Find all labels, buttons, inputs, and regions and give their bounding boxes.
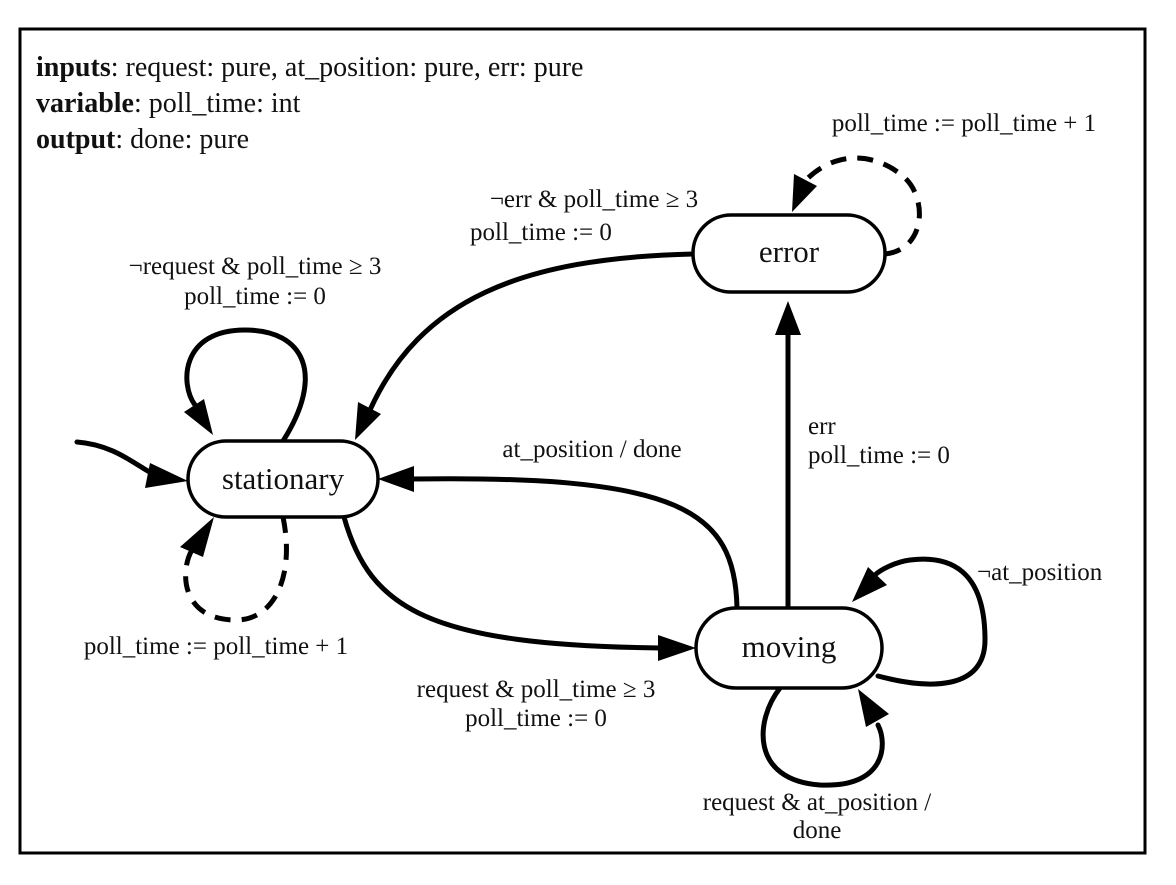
stationary-self-loop-top xyxy=(184,327,308,444)
error-to-stationary-guard: ¬err & poll_time ≥ 3 xyxy=(490,186,698,213)
moving-self-loop-bottom xyxy=(760,685,885,788)
stationary-to-moving-action: poll_time := 0 xyxy=(465,705,607,732)
state-moving-label: moving xyxy=(742,629,837,664)
stationary-to-moving-arrow xyxy=(341,514,663,651)
error-to-stationary-action: poll_time := 0 xyxy=(470,219,612,246)
moving-self-bottom-guard: request & at_position / xyxy=(703,789,931,816)
moving-self-loop-right-arrowhead xyxy=(852,567,887,602)
state-stationary-label: stationary xyxy=(222,461,345,496)
error-self-loop-arrowhead xyxy=(792,174,817,212)
variable-keyword: variable xyxy=(36,88,134,119)
stationary-self-loop-top-arrowhead xyxy=(184,399,213,435)
moving-to-error-guard: err xyxy=(808,413,836,440)
stationary-to-moving-guard: request & poll_time ≥ 3 xyxy=(417,676,656,703)
error-to-stationary-arrow xyxy=(367,251,696,413)
moving-to-stationary-guard: at_position / done xyxy=(502,436,681,463)
stationary-self-loop-bottom-arrowhead xyxy=(180,517,214,557)
state-stationary: stationary xyxy=(186,439,380,519)
error-self-action: poll_time := poll_time + 1 xyxy=(832,110,1096,137)
inputs-text: : request: pure, at_position: pure, err:… xyxy=(111,52,584,83)
error-to-stationary-arrowhead xyxy=(355,402,381,440)
state-error-box xyxy=(691,213,887,294)
inputs-keyword: inputs xyxy=(36,52,111,83)
state-moving: moving xyxy=(694,606,884,690)
variable-text: : poll_time: int xyxy=(134,88,301,119)
diagram-frame xyxy=(18,27,1147,855)
state-error-label: error xyxy=(759,234,820,269)
inputs-declaration: inputs: request: pure, at_position: pure… xyxy=(36,52,583,83)
error-self-loop xyxy=(806,155,922,257)
output-keyword: output xyxy=(36,124,116,155)
moving-to-stationary-arrowhead xyxy=(378,466,414,492)
stationary-self-top-action: poll_time := 0 xyxy=(184,283,326,310)
stationary-to-moving-arrowhead xyxy=(658,635,696,661)
moving-to-error-arrowhead xyxy=(775,301,801,335)
state-stationary-box xyxy=(186,439,380,519)
stationary-self-top-guard: ¬request & poll_time ≥ 3 xyxy=(129,253,382,280)
moving-self-bottom-output: done xyxy=(793,817,842,844)
moving-to-stationary-arrow xyxy=(409,476,740,611)
moving-self-right-guard: ¬at_position xyxy=(977,559,1103,586)
state-error: error xyxy=(691,213,887,294)
moving-to-error-action: poll_time := 0 xyxy=(808,442,950,469)
variable-declaration: variable: poll_time: int xyxy=(36,88,301,119)
moving-self-loop-right xyxy=(872,556,988,687)
stationary-self-bottom-action: poll_time := poll_time + 1 xyxy=(84,633,348,660)
output-text: : done: pure xyxy=(115,124,249,155)
output-declaration: output: done: pure xyxy=(36,124,249,155)
moving-self-loop-bottom-arrowhead xyxy=(858,689,889,727)
initial-arrowhead xyxy=(145,463,188,488)
state-moving-box xyxy=(694,606,884,690)
